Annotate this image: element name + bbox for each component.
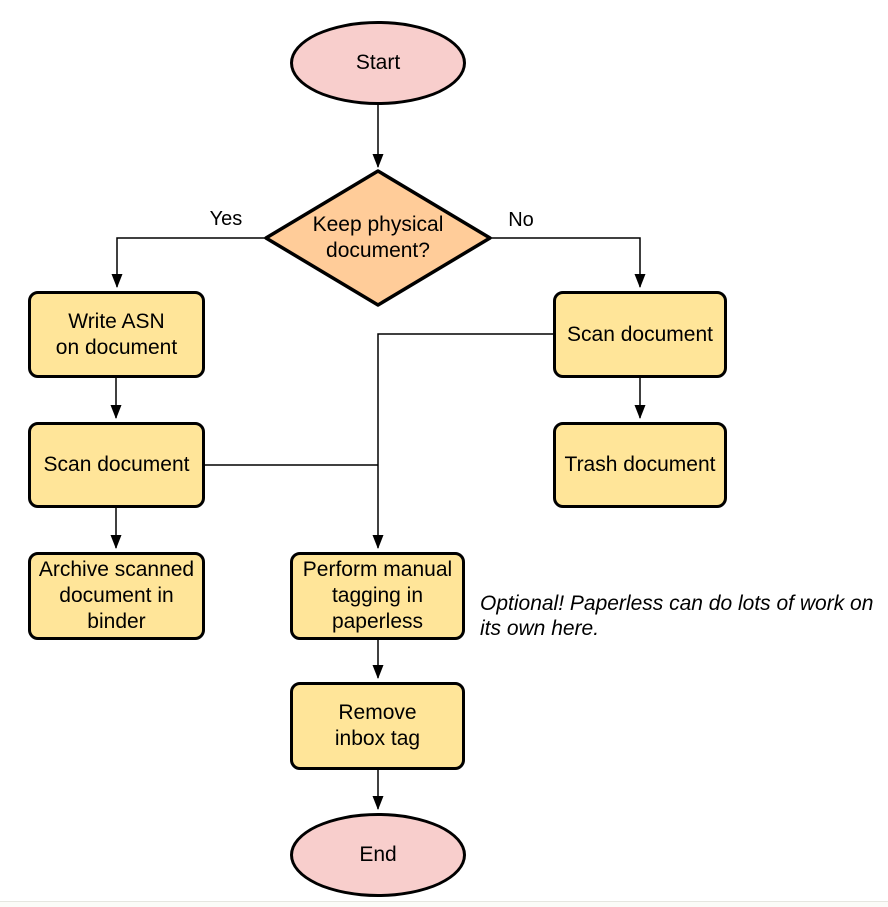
edge-label-yes: Yes xyxy=(209,208,243,230)
decision-diamond-shape xyxy=(264,169,492,307)
edge-decision-no-to-scan-right xyxy=(490,237,646,288)
bottom-separator xyxy=(0,901,888,907)
node-archive-scanned-document: Archive scanned document in binder xyxy=(28,552,205,640)
node-start: Start xyxy=(290,21,466,105)
node-perform-manual-tagging: Perform manual tagging in paperless xyxy=(290,552,465,640)
node-write-asn-on-document: Write ASN on document xyxy=(28,291,205,378)
node-scan-document-right: Scan document xyxy=(553,291,727,378)
edge-decision-yes-to-write-asn xyxy=(111,237,266,288)
edge-scan-right-to-tagging xyxy=(372,333,553,549)
node-end: End xyxy=(290,813,466,897)
node-remove-inbox-tag: Remove inbox tag xyxy=(290,682,465,770)
node-decision-label: Keep physical document? xyxy=(312,213,444,262)
edge-label-no: No xyxy=(508,209,534,231)
node-trash-document: Trash document xyxy=(553,422,727,508)
optional-note: Optional! Paperless can do lots of work … xyxy=(480,592,874,640)
node-scan-document-left: Scan document xyxy=(28,422,205,508)
